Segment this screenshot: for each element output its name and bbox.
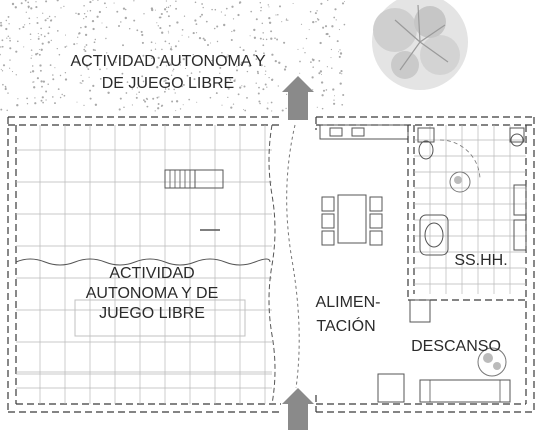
restroom-label: SS.HH. <box>454 252 507 269</box>
exterior-ground-texture <box>0 0 346 112</box>
up-arrow-icon <box>282 388 314 430</box>
toilet-icon <box>417 127 525 160</box>
feeding-label-line2: TACIÓN <box>316 316 375 335</box>
building-outline <box>7 116 535 413</box>
section-break-line <box>15 258 271 266</box>
bush-icon <box>477 347 507 377</box>
tree-icon <box>372 0 468 90</box>
shelf-icon <box>164 169 224 231</box>
main-zone-label-line1: ACTIVIDAD <box>109 265 194 282</box>
top-zone-label-line1: ACTIVIDAD AUTONOMA Y <box>70 53 265 70</box>
main-zone-label-line3: JUEGO LIBRE <box>99 305 205 322</box>
rest-label: DESCANSO <box>411 338 501 355</box>
table-icon <box>321 194 383 246</box>
play-mat <box>74 299 246 337</box>
door-swing <box>439 139 481 181</box>
counter-icon <box>319 124 409 140</box>
main-zone-label-line2: AUTONOMA Y DE <box>86 285 218 302</box>
up-arrow-icon <box>282 76 314 120</box>
feeding-label-line1: ALIMEN- <box>316 294 381 311</box>
top-zone-label-line2: DE JUEGO LIBRE <box>102 75 234 92</box>
restroom-walls <box>407 125 526 301</box>
floor-edge-band <box>16 371 272 389</box>
sink-icon <box>419 184 527 256</box>
bush-icon <box>449 171 471 193</box>
restroom-floor-grid <box>414 125 526 294</box>
circulation-path <box>286 124 300 389</box>
section-break-line-vertical <box>268 124 276 405</box>
bed-icon <box>377 299 511 403</box>
